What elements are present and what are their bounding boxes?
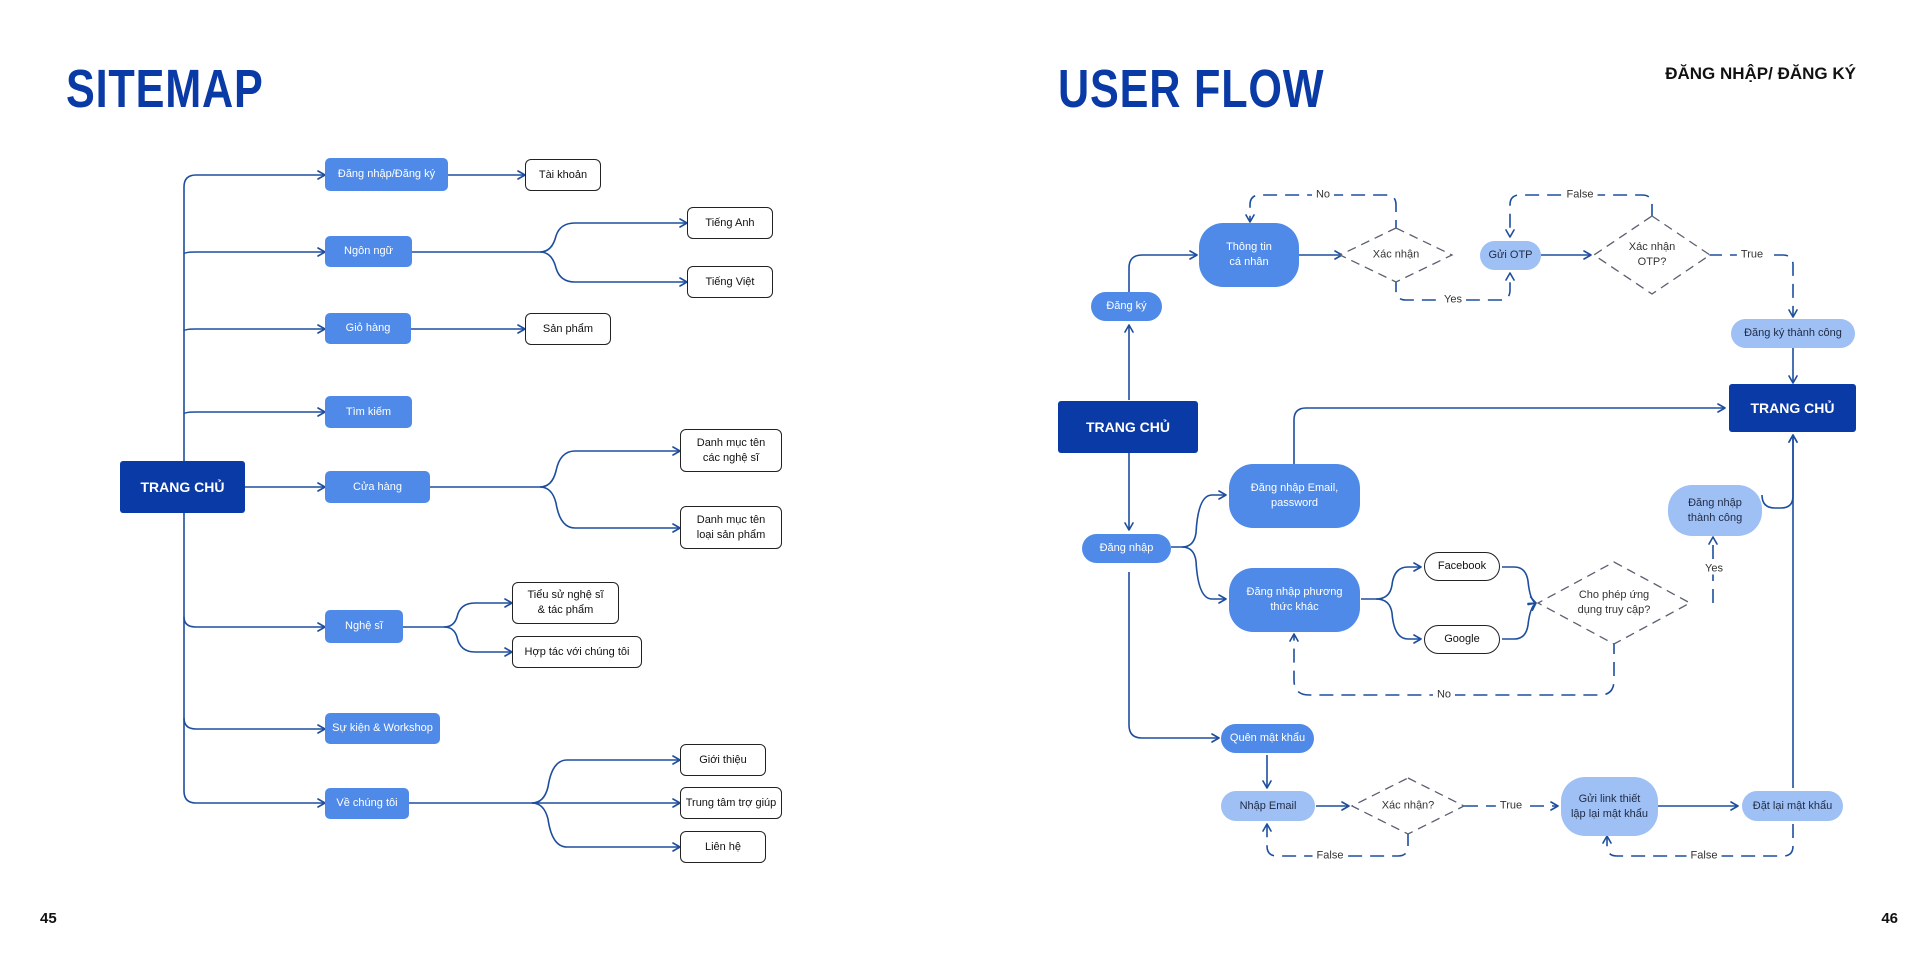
- edge-label-yes: Yes: [1440, 294, 1466, 306]
- decision-shape: [1350, 777, 1466, 835]
- flow-send-otp: Gửi OTP: [1480, 241, 1541, 270]
- sitemap-title: SITEMAP: [66, 59, 264, 119]
- sitemap-leaf: Giới thiệu: [680, 744, 766, 776]
- userflow-title: USER FLOW: [1058, 59, 1325, 119]
- flow-decision-confirm-otp: Xác nhận OTP?: [1628, 241, 1676, 268]
- sitemap-section: Sự kiện & Workshop: [325, 713, 440, 744]
- sitemap-leaf: Tiếng Việt: [687, 266, 773, 298]
- decision-shape: [1338, 227, 1454, 283]
- decision-shape: [1536, 561, 1692, 645]
- edge-label-no: No: [1432, 689, 1456, 701]
- sitemap-leaf: Liên hệ: [680, 831, 766, 863]
- decision-shape: [1592, 215, 1712, 295]
- sitemap-section: Cửa hàng: [325, 471, 430, 503]
- edge-label-false: False: [1312, 850, 1348, 862]
- sitemap-leaf: Tài khoản: [525, 159, 601, 191]
- page-number-right: 46: [1881, 910, 1898, 927]
- sitemap-section: Giỏ hàng: [325, 313, 411, 344]
- sitemap-leaf: Sản phẩm: [525, 313, 611, 345]
- flow-register-success: Đăng ký thành công: [1731, 319, 1855, 348]
- sitemap-leaf: Tiếng Anh: [687, 207, 773, 239]
- edge-label-true: True: [1495, 800, 1527, 812]
- flow-enter-email: Nhập Email: [1221, 791, 1315, 821]
- sitemap-section: Tìm kiếm: [325, 396, 412, 428]
- sitemap-section: Đăng nhập/Đăng ký: [325, 158, 448, 191]
- edge-label-true: True: [1736, 249, 1768, 261]
- edge-label-yes: Yes: [1701, 563, 1727, 575]
- flow-facebook: Facebook: [1424, 552, 1500, 581]
- flow-home-start: TRANG CHỦ: [1058, 401, 1198, 453]
- flow-personal-info: Thông tin cá nhân: [1199, 223, 1299, 287]
- flow-decision-allow-access: Cho phép ứng dụng truy cập?: [1577, 589, 1651, 616]
- flow-forgot-password: Quên mật khẩu: [1221, 724, 1314, 753]
- userflow-subtitle: ĐĂNG NHẬP/ ĐĂNG KÝ: [1665, 64, 1856, 83]
- sitemap-section: Về chúng tôi: [325, 788, 409, 819]
- flow-login-success: Đăng nhập thành công: [1668, 485, 1762, 536]
- page-number-left: 45: [40, 910, 57, 927]
- sitemap-root: TRANG CHỦ: [120, 461, 245, 513]
- flow-decision-confirm-2: Xác nhận?: [1381, 799, 1435, 812]
- flow-register: Đăng ký: [1091, 292, 1162, 321]
- flow-decision-confirm: Xác nhận: [1372, 248, 1420, 261]
- flow-reset-password: Đặt lại mật khẩu: [1742, 791, 1843, 821]
- sitemap-leaf: Hợp tác với chúng tôi: [512, 636, 642, 668]
- flow-login-email: Đăng nhập Email, password: [1229, 464, 1360, 528]
- sitemap-leaf: Trung tâm trợ giúp: [680, 787, 782, 819]
- flow-login: Đăng nhập: [1082, 534, 1171, 563]
- sitemap-leaf: Danh mục tên loại sản phẩm: [680, 506, 782, 549]
- edge-label-no: No: [1311, 189, 1335, 201]
- flow-home-end: TRANG CHỦ: [1729, 384, 1856, 432]
- flow-google: Google: [1424, 625, 1500, 654]
- sitemap-leaf: Danh mục tên các nghệ sĩ: [680, 429, 782, 472]
- sitemap-section: Nghệ sĩ: [325, 610, 403, 643]
- flow-send-reset-link: Gửi link thiết lập lại mật khẩu: [1561, 777, 1658, 836]
- flow-login-other: Đăng nhập phương thức khác: [1229, 568, 1360, 632]
- edge-label-false: False: [1562, 189, 1598, 201]
- sitemap-section: Ngôn ngữ: [325, 236, 412, 267]
- edge-label-false: False: [1686, 850, 1722, 862]
- sitemap-leaf: Tiểu sử nghệ sĩ & tác phẩm: [512, 582, 619, 624]
